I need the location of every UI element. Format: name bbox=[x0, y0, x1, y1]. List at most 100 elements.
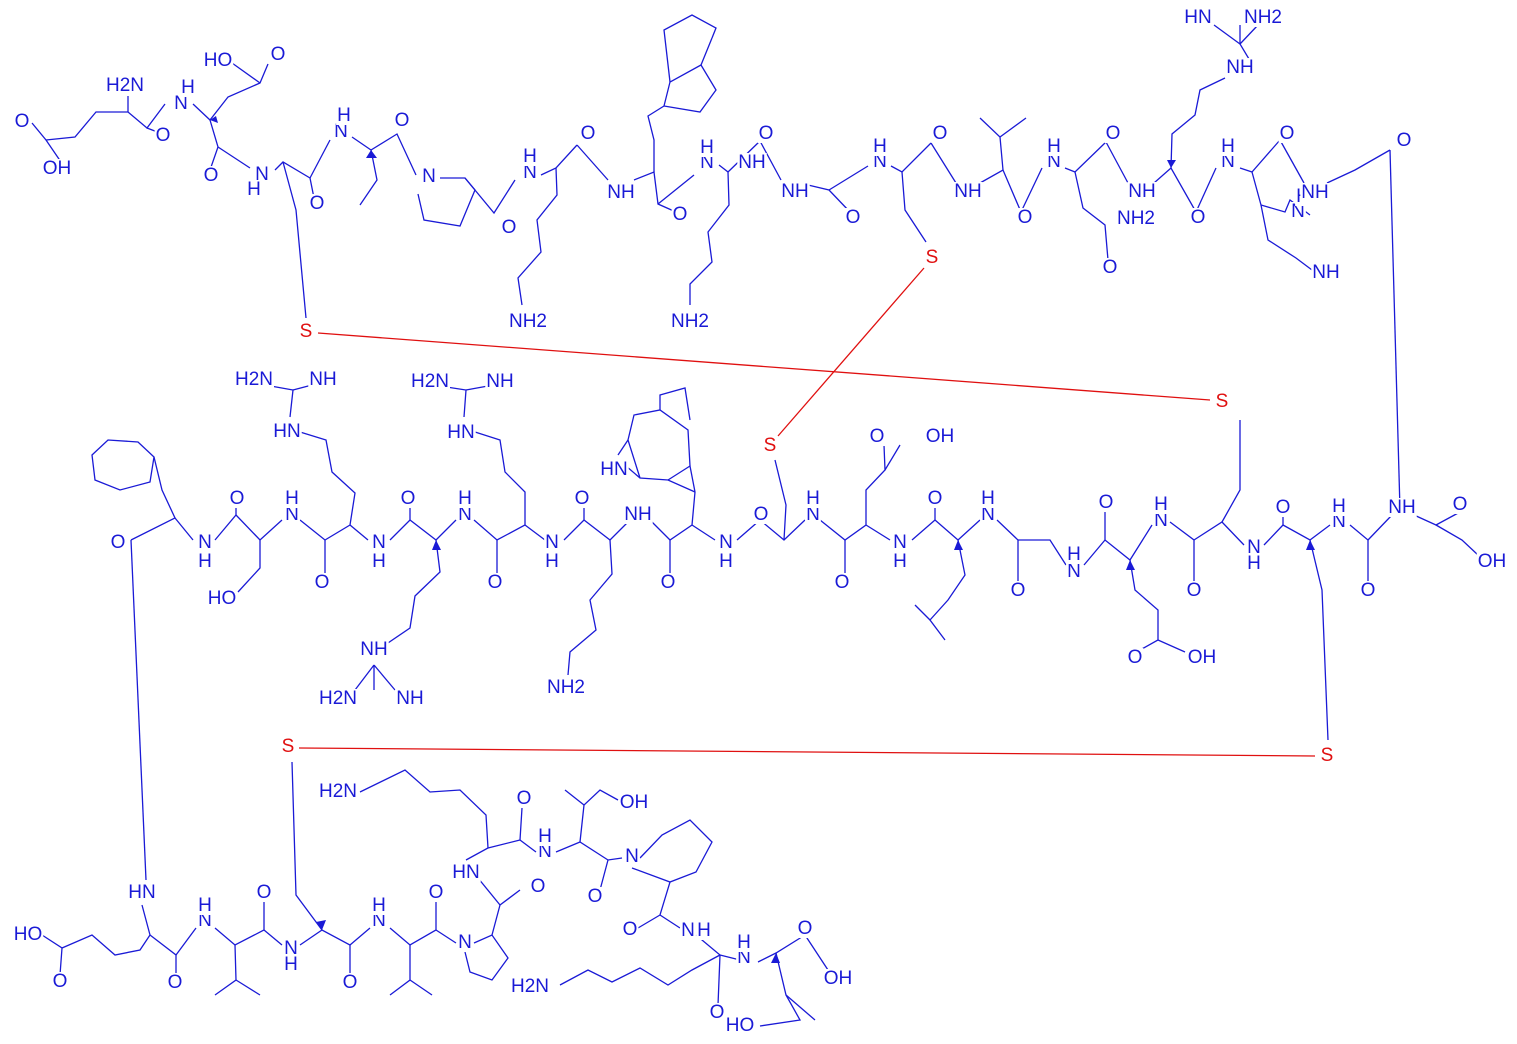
atom-label-text: N bbox=[1154, 510, 1168, 531]
atom-label-text: N bbox=[198, 532, 212, 553]
label-backdrop bbox=[980, 505, 996, 525]
atom-label-text: O bbox=[53, 971, 68, 992]
atom-label: H bbox=[872, 136, 888, 157]
atom-label-text: H bbox=[1047, 136, 1061, 157]
atom-label: H bbox=[522, 146, 538, 167]
atom-label-text: O bbox=[1018, 207, 1033, 228]
atom-label: NH bbox=[780, 181, 810, 202]
label-backdrop bbox=[737, 153, 767, 173]
atom-label-text: O bbox=[343, 972, 358, 993]
atom-label: NH bbox=[359, 639, 389, 660]
atom-label: N bbox=[284, 504, 300, 525]
atom-label: N bbox=[1220, 151, 1236, 172]
atom-label: H bbox=[336, 105, 352, 126]
atom-label: O bbox=[1016, 207, 1034, 228]
atom-label: H bbox=[1066, 544, 1082, 565]
atom-label-text: N bbox=[806, 504, 820, 525]
label-backdrop bbox=[892, 533, 908, 553]
atom-label: H bbox=[1046, 136, 1062, 157]
atom-label-text: O bbox=[1103, 257, 1118, 278]
atom-label-text: NH bbox=[309, 369, 336, 390]
atom-label-text: N bbox=[174, 93, 188, 114]
atom-label-text: NH bbox=[1128, 181, 1155, 202]
atom-label-text: O bbox=[1276, 497, 1291, 518]
label-backdrop bbox=[671, 205, 689, 225]
atom-label: O bbox=[308, 193, 326, 214]
atom-label-text: NH bbox=[1301, 182, 1328, 203]
atom-label-text: N bbox=[284, 938, 298, 959]
sulfur-atom-label: S bbox=[300, 321, 313, 342]
atom-label-text: HO bbox=[14, 924, 43, 945]
atom-label: H2N bbox=[409, 371, 451, 392]
label-backdrop bbox=[621, 920, 639, 940]
atom-label: N bbox=[1046, 151, 1062, 172]
label-backdrop bbox=[1104, 124, 1122, 144]
atom-label: OH bbox=[41, 158, 73, 179]
atom-label: N bbox=[872, 151, 888, 172]
atom-label: H2N bbox=[317, 781, 359, 802]
label-backdrop bbox=[844, 208, 862, 228]
label-backdrop bbox=[669, 312, 711, 332]
atom-label: N bbox=[283, 938, 299, 959]
atom-label-text: O bbox=[429, 882, 444, 903]
atom-label: N bbox=[421, 166, 437, 187]
label-backdrop bbox=[1359, 581, 1377, 601]
atom-label: S bbox=[762, 435, 778, 456]
label-backdrop bbox=[757, 124, 775, 144]
atom-label-text: O bbox=[156, 125, 171, 146]
atom-label: NH2 bbox=[1242, 7, 1284, 28]
label-backdrop bbox=[1220, 137, 1236, 157]
atom-label: N bbox=[544, 532, 560, 553]
label-backdrop bbox=[51, 972, 69, 992]
atom-label-text: N bbox=[198, 910, 212, 931]
label-backdrop bbox=[451, 863, 481, 883]
atom-label-text: H bbox=[1154, 494, 1168, 515]
atom-label: O bbox=[1126, 647, 1144, 668]
atom-label-text: NH2 bbox=[1244, 7, 1282, 28]
label-backdrop bbox=[1126, 648, 1144, 668]
atom-label-text: O bbox=[204, 165, 219, 186]
label-backdrop bbox=[805, 489, 821, 509]
atom-label-text: O bbox=[710, 1002, 725, 1023]
atom-label: H2N bbox=[509, 976, 551, 997]
label-backdrop bbox=[833, 573, 851, 593]
atom-label-text: N bbox=[1221, 151, 1235, 172]
label-backdrop bbox=[180, 78, 196, 98]
atom-label-text: NH2 bbox=[1117, 208, 1155, 229]
atom-label: H bbox=[1153, 494, 1169, 515]
atom-label-text: H bbox=[284, 954, 298, 975]
atom-label: S bbox=[1319, 745, 1335, 766]
atom-label-text: OH bbox=[1478, 551, 1507, 572]
atom-label: HO bbox=[724, 1015, 756, 1036]
atom-label-text: HN bbox=[452, 862, 479, 883]
atom-label-text: O bbox=[401, 488, 416, 509]
label-backdrop bbox=[1278, 124, 1296, 144]
label-backdrop bbox=[246, 180, 262, 200]
atom-label-text: O bbox=[271, 44, 286, 65]
atom-label: N bbox=[333, 121, 349, 142]
atom-label-text: NH bbox=[738, 152, 765, 173]
sulfur-atom-label: S bbox=[1321, 745, 1334, 766]
atom-label-text: OH bbox=[1188, 647, 1217, 668]
atom-label: H bbox=[197, 551, 213, 572]
atom-label: NH bbox=[623, 504, 653, 525]
atom-label: O bbox=[931, 123, 949, 144]
atom-label-text: N bbox=[458, 932, 472, 953]
atom-label-text: H bbox=[697, 920, 711, 941]
atom-label: N bbox=[624, 846, 640, 867]
atom-label-text: N bbox=[1291, 201, 1305, 222]
label-backdrop bbox=[924, 427, 956, 447]
atom-label-text: H bbox=[538, 826, 552, 847]
atom-label: O bbox=[926, 488, 944, 509]
atom-label: NH bbox=[737, 152, 767, 173]
atom-label: OH bbox=[924, 426, 956, 447]
atom-label-text: O bbox=[111, 532, 126, 553]
atom-label: N bbox=[457, 932, 473, 953]
atom-label-text: O bbox=[168, 972, 183, 993]
label-backdrop bbox=[680, 921, 696, 941]
label-backdrop bbox=[1319, 746, 1335, 766]
label-backdrop bbox=[371, 896, 387, 916]
label-backdrop bbox=[872, 137, 888, 157]
atom-label-text: H2N bbox=[411, 371, 449, 392]
atom-label: HN bbox=[1183, 7, 1213, 28]
